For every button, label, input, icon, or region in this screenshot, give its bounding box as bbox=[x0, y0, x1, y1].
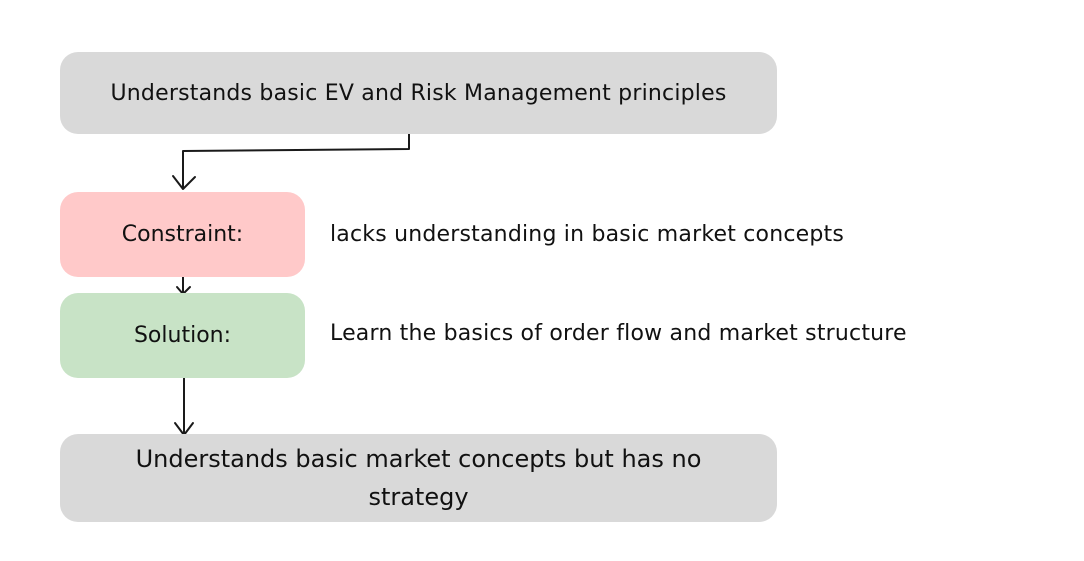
solution-label: Solution: bbox=[133, 323, 232, 348]
constraint-box: Constraint: bbox=[60, 192, 305, 277]
constraint-description: lacks understanding in basic market conc… bbox=[330, 222, 845, 247]
start-state-box: Understands basic EV and Risk Management… bbox=[60, 52, 777, 134]
start-state-text: Understands basic EV and Risk Management… bbox=[110, 80, 727, 106]
end-state-box: Understands basic market concepts but ha… bbox=[60, 434, 777, 522]
end-state-text: Understands basic market concepts but ha… bbox=[135, 445, 702, 511]
arrowhead-top-to-constraint bbox=[172, 175, 196, 190]
solution-description: Learn the basics of order flow and marke… bbox=[330, 321, 907, 346]
constraint-label: Constraint: bbox=[121, 222, 244, 247]
arrow-top-to-constraint bbox=[182, 133, 410, 189]
solution-box: Solution: bbox=[60, 293, 305, 378]
